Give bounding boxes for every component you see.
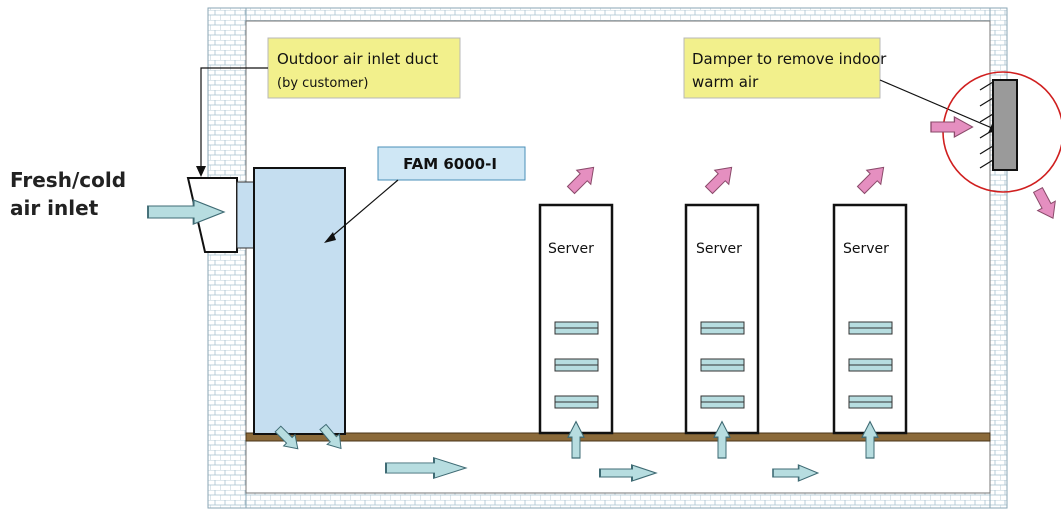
fam-label: FAM 6000-I [377, 146, 526, 181]
fam-6000-unit [253, 167, 346, 435]
server-1-label: Server [548, 241, 594, 257]
outdoor-duct-line2: (by customer) [277, 76, 368, 91]
damper-line2: warm air [692, 73, 759, 91]
server-3: Server [832, 203, 908, 435]
damper-line1: Damper to remove indoor [692, 50, 887, 68]
raised-floor [245, 432, 991, 442]
inlet-filter [236, 181, 255, 249]
damper-pointer-line [879, 79, 993, 129]
outdoor-duct-note: Outdoor air inlet duct (by customer) [267, 37, 461, 99]
fam-label-text: FAM 6000-I [403, 155, 497, 173]
server-1: Server [538, 203, 614, 435]
damper-body [992, 79, 1018, 171]
wall-left [207, 7, 247, 509]
fam-pointer-head [324, 232, 336, 243]
server-3-label: Server [843, 241, 889, 257]
fresh-inlet-line2: air inlet [10, 196, 99, 220]
outdoor-duct-line1: Outdoor air inlet duct [277, 50, 438, 68]
outdoor-duct-pointer [200, 67, 268, 170]
server-2-label: Server [696, 241, 742, 257]
outdoor-duct-pointer-head [196, 166, 206, 177]
server-1-cabinet [538, 203, 614, 435]
server-3-cabinet [832, 203, 908, 435]
server-2: Server [684, 203, 760, 435]
server-2-cabinet [684, 203, 760, 435]
warm-arrow-exhaust [1028, 184, 1061, 224]
fresh-inlet-line1: Fresh/cold [10, 168, 126, 192]
wall-top [207, 7, 1008, 22]
damper [979, 79, 1018, 171]
damper-note: Damper to remove indoor warm air [683, 37, 887, 99]
fam-pointer-line [329, 179, 399, 239]
wall-bottom [207, 492, 1008, 509]
